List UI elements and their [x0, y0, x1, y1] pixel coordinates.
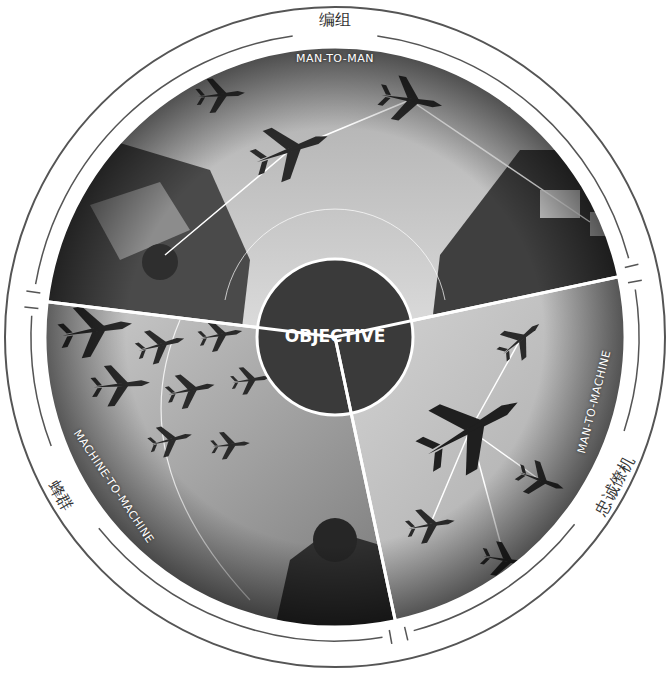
sector-outline	[7, 7, 658, 337]
sector-edge	[47, 47, 619, 337]
ring-arc	[377, 36, 628, 258]
ring-arc	[99, 528, 383, 641]
break-mark	[389, 630, 392, 644]
sector-panel: 蜂群MACHINE-TO-MACHINE	[5, 296, 404, 667]
ring-arc	[414, 524, 575, 630]
ring-arc	[36, 36, 293, 284]
objective-label: OBJECTIVE	[285, 327, 386, 347]
photo-vignette	[45, 47, 625, 627]
objective-circle: OBJECTIVE	[255, 257, 415, 417]
outer-ring	[5, 7, 665, 667]
sector-label: MAN-TO-MACHINE	[576, 349, 614, 455]
break-mark	[625, 264, 639, 267]
sector-heading: 忠诚僚机	[590, 451, 639, 521]
ring-break-marks	[24, 264, 641, 644]
sector-edge	[335, 277, 625, 621]
sector-label: MAN-TO-MAN	[296, 53, 374, 66]
break-mark	[405, 627, 408, 641]
sector-label: MACHINE-TO-MACHINE	[70, 428, 155, 546]
ring-arc	[624, 290, 639, 431]
break-mark	[24, 307, 38, 308]
inner-ring	[31, 36, 639, 641]
circle-outline	[255, 257, 415, 417]
sector-outline	[5, 296, 404, 667]
break-mark	[26, 291, 40, 293]
break-mark	[628, 280, 642, 283]
objective-disc	[257, 259, 413, 415]
sector-heading: 编组	[316, 11, 354, 29]
sector-edge	[45, 302, 395, 627]
sector-panel: 忠诚僚机MAN-TO-MACHINE	[335, 268, 665, 660]
sector-panel: 编组 MAN-TO-MAN	[7, 7, 658, 337]
ring-arc	[31, 316, 51, 446]
sector-outline	[335, 268, 665, 660]
sector-heading: 蜂群	[43, 474, 78, 516]
